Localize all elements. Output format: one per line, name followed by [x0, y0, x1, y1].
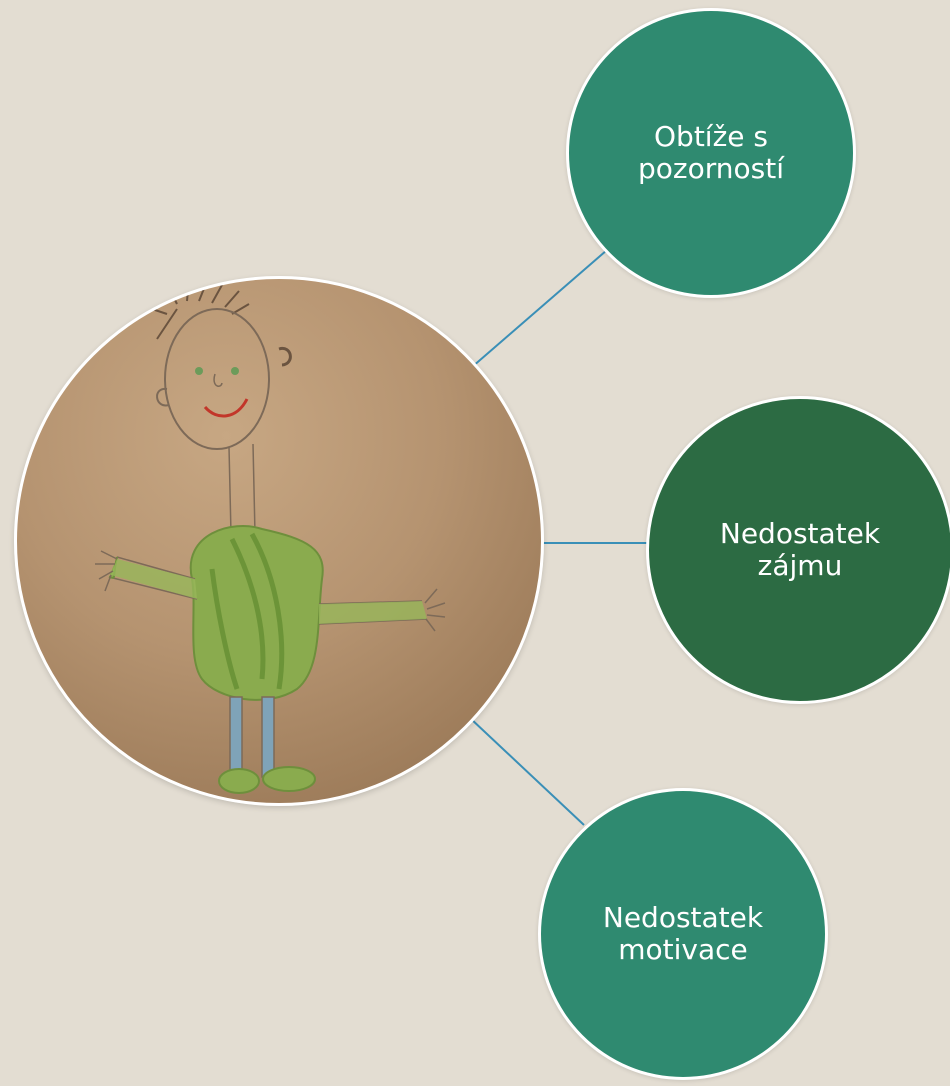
child-drawing-image — [17, 279, 544, 806]
node-label-line2: motivace — [603, 934, 763, 966]
node-label: Nedostatek zájmu — [720, 518, 880, 582]
node-label-line2: pozorností — [638, 153, 784, 185]
node-nedostatek-zajmu: Nedostatek zájmu — [646, 396, 950, 704]
node-obtize-s-pozornosti: Obtíže s pozorností — [566, 8, 856, 298]
node-label-line2: zájmu — [720, 550, 880, 582]
node-label: Nedostatek motivace — [603, 902, 763, 966]
node-label-line1: Obtíže s — [638, 121, 784, 153]
center-photo — [14, 276, 544, 806]
node-nedostatek-motivace: Nedostatek motivace — [538, 788, 828, 1080]
node-label-line1: Nedostatek — [720, 518, 880, 550]
node-label-line1: Nedostatek — [603, 902, 763, 934]
node-label: Obtíže s pozorností — [638, 121, 784, 185]
